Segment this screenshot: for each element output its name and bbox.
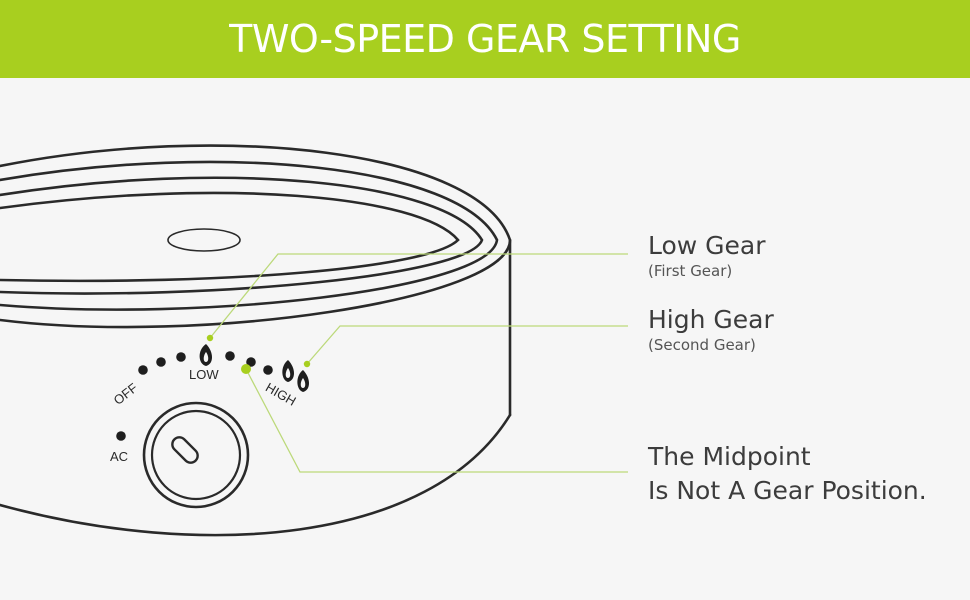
low-marker-dot bbox=[206, 334, 214, 342]
knob-indicator bbox=[171, 436, 199, 464]
dial-dot bbox=[156, 357, 166, 367]
double-flame-icon bbox=[282, 360, 294, 382]
knob-icon[interactable] bbox=[142, 401, 250, 509]
callout-low-subtitle: (First Gear) bbox=[648, 262, 733, 280]
leader-line-midpoint bbox=[245, 368, 628, 473]
flame-icon bbox=[199, 344, 212, 366]
rim-inner bbox=[0, 176, 484, 295]
off-label: OFF bbox=[111, 380, 141, 408]
callout-midpoint: The Midpoint Is Not A Gear Position. bbox=[648, 440, 927, 508]
double-flame-icon bbox=[297, 370, 309, 392]
dial-dot bbox=[225, 351, 235, 361]
rim-middle bbox=[0, 160, 499, 311]
dial-dot bbox=[138, 365, 148, 375]
rim-outer bbox=[0, 144, 512, 329]
callout-midpoint-line1: The Midpoint bbox=[648, 442, 811, 471]
leader-line-low bbox=[209, 253, 628, 339]
plate-edge bbox=[0, 191, 460, 283]
sensor-ellipse bbox=[167, 228, 241, 252]
page-title: TWO-SPEED GEAR SETTING bbox=[229, 17, 741, 61]
callout-high-title: High Gear bbox=[648, 305, 774, 334]
high-marker-dot bbox=[303, 360, 311, 368]
callout-low-title: Low Gear bbox=[648, 231, 766, 260]
device-illustration: OFF LOW HIGH AC bbox=[0, 144, 628, 537]
callout-high-subtitle: (Second Gear) bbox=[648, 336, 756, 354]
dial-dot bbox=[176, 352, 186, 362]
low-label: LOW bbox=[189, 367, 219, 382]
dial-dot bbox=[263, 365, 273, 375]
callout-high-gear: High Gear (Second Gear) bbox=[648, 305, 774, 355]
midpoint-marker-dot bbox=[241, 364, 251, 374]
ac-indicator-dot bbox=[116, 431, 126, 441]
device-body-bottom bbox=[0, 413, 512, 537]
high-label: HIGH bbox=[263, 380, 299, 409]
dial-dot bbox=[246, 357, 256, 367]
callout-midpoint-line2: Is Not A Gear Position. bbox=[648, 476, 927, 505]
title-banner: TWO-SPEED GEAR SETTING bbox=[0, 0, 970, 78]
leader-line-high bbox=[306, 325, 628, 365]
ac-label: AC bbox=[110, 449, 128, 464]
callout-low-gear: Low Gear (First Gear) bbox=[648, 231, 766, 281]
